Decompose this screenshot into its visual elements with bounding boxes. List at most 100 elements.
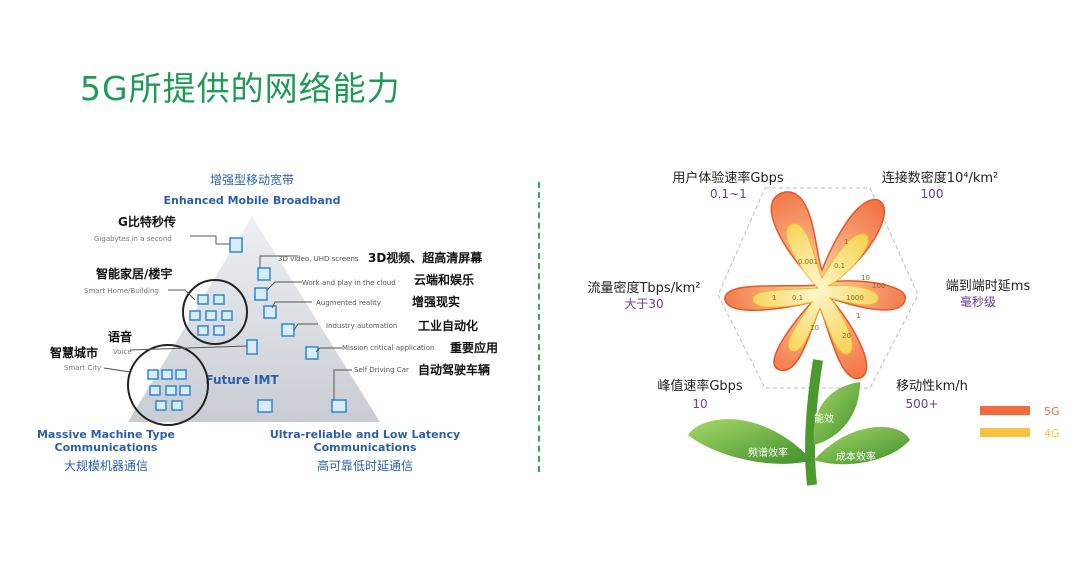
metric-name-peak-rate: 峰值速率Gbps [657,378,743,394]
smart-home-icon [213,325,225,336]
smart-home-icon [189,310,201,321]
industry-label-cn: 工业自动化 [418,318,478,333]
tick-label: 10 [810,324,819,332]
industry-label-en: Industry automation [326,322,397,330]
imt-triangle-diagram: 增强型移动宽带 Enhanced Mobile Broadband Future… [37,172,498,473]
smart-home-icon [213,294,225,305]
embb-label-en: Enhanced Mobile Broadband [164,194,341,207]
smart-home-icon [205,310,217,321]
flower-4g-shape [752,223,879,355]
legend-4g-swatch [980,428,1030,437]
smart-home-icon [197,294,209,305]
capability-flower-diagram: 0.001 0.1 1 10 100 1000 1 0.1 1 10 20 用户… [587,170,1060,486]
right-leader-lines [259,255,352,400]
mission-critical-icon [305,346,319,360]
leaf-label-cost: 成本效率 [836,450,876,463]
smart-city-icon [161,369,173,380]
smart-home-label-cn: 智能家居/楼宇 [95,266,172,281]
car-label-en: Self Driving Car [354,366,409,374]
triangle-shape [128,216,380,422]
smart-city-icon [175,369,187,380]
hexagon-outline [717,187,919,389]
panel-divider [538,182,540,472]
smart-city-icon [165,385,177,396]
leaf-top [813,382,860,445]
inner-tick-labels: 0.001 0.1 1 10 100 1000 1 0.1 1 10 20 [772,238,885,340]
ar-label-cn: 增强现实 [412,294,460,309]
metric-value-peak-rate: 10 [692,397,707,411]
voice-icon [246,339,258,355]
ar-icon [263,305,277,319]
urllc-label-en-1: Ultra-reliable and Low Latency [270,428,460,441]
cloud-label-cn: 云端和娱乐 [414,272,474,287]
tick-label: 0.001 [798,258,818,266]
smart-home-group [182,279,248,345]
metric-value-mobility: 500+ [906,397,939,411]
voice-label-cn: 语音 [108,329,132,344]
embb-label-cn: 增强型移动宽带 [210,172,294,187]
video-icon [257,267,271,281]
mmtc-label-en-1: Massive Machine Type [37,428,175,441]
cloud-label-en: Work and play in the cloud [302,279,396,287]
cloud-icon [254,287,268,301]
urllc-label-en-2: Communications [314,441,417,454]
ar-label-en: Augmented reality [316,299,381,307]
metric-name-user-rate: 用户体验速率Gbps [672,170,784,186]
gigabit-icon [229,237,243,253]
smart-city-icon [147,369,159,380]
urllc-label-cn: 高可靠低时延通信 [317,458,413,473]
mmtc-label-cn: 大规模机器通信 [64,458,148,473]
metric-name-traffic-density: 流量密度Tbps/km² [587,280,700,296]
leaf-left [688,419,812,464]
self-driving-icon [331,399,347,413]
tick-label: 100 [872,282,885,290]
tick-label: 0.1 [792,294,803,302]
leaf-label-spectrum: 频谱效率 [748,446,788,459]
mission-label-en: Mission critical application [342,344,434,352]
industry-icon [281,323,295,337]
page-title: 5G所提供的网络能力 [80,69,401,108]
smart-city-icon [179,385,191,396]
smart-home-icon [221,310,233,321]
video-label-en: 3D video, UHD screens [278,255,359,263]
tick-label: 1000 [846,294,864,302]
voice-label-en: Voice [113,348,132,356]
video-label-cn: 3D视频、超高清屏幕 [368,250,483,265]
flower-stem [805,359,823,486]
smart-city-group [127,344,209,426]
tick-label: 1 [772,294,776,302]
mmtc-label-en-2: Communications [55,441,158,454]
device-icons [147,237,347,413]
smart-city-icon [171,400,183,411]
tick-label: 1 [844,238,848,246]
leaf-right [814,426,910,465]
metric-value-connection-density: 100 [921,187,944,201]
leaf-label-energy: 能效 [814,412,834,425]
tick-label: 20 [842,332,851,340]
gbps-label-cn: G比特秒传 [118,214,176,229]
smart-home-label-en: Smart Home/Building [84,287,159,295]
future-imt-label: Future IMT [205,373,279,387]
metric-value-traffic-density: 大于30 [624,297,663,311]
legend-5g-label: 5G [1044,405,1060,418]
metric-name-mobility: 移动性km/h [896,379,968,394]
metric-value-latency: 毫秒级 [960,294,996,309]
mission-label-cn: 重要应用 [450,340,498,355]
smart-home-icon [197,325,209,336]
smart-city-label-cn: 智慧城市 [49,345,98,360]
left-leader-lines [103,235,248,373]
metric-name-connection-density: 连接数密度10⁴/km² [882,170,999,186]
legend-4g-label: 4G [1044,427,1060,440]
smart-city-label-en: Smart City [64,364,101,372]
smart-city-icon [155,400,167,411]
gbps-label-en: Gigabytes in a second [94,235,172,243]
car-label-cn: 自动驾驶车辆 [418,362,490,377]
legend-5g-swatch [980,406,1030,415]
metric-name-latency: 端到端时延ms [946,279,1031,294]
tick-label: 0.1 [834,262,845,270]
metric-value-user-rate: 0.1~1 [710,187,747,201]
tick-label: 1 [856,312,860,320]
tick-label: 10 [861,274,870,282]
smart-city-icon [149,385,161,396]
sensor-icon [257,399,273,413]
